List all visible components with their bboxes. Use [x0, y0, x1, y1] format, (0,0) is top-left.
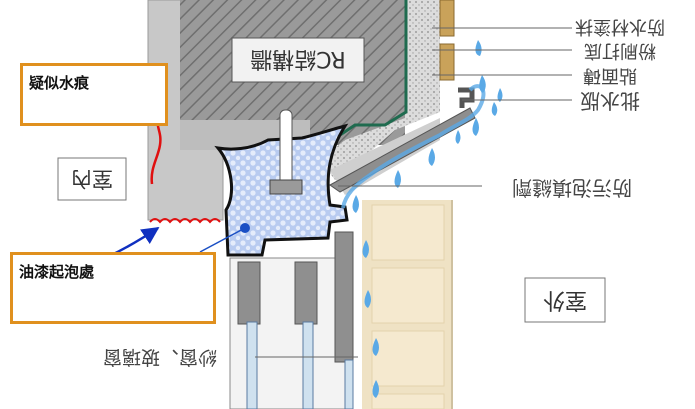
outdoor-brick-wall [362, 200, 453, 409]
outdoor-label: 室外 [543, 287, 587, 312]
sealant-fill-label: 防污泡填縫劑 [512, 176, 632, 200]
rc-structure-label: RC結構牆 [250, 46, 346, 71]
indoor-box: 室內 [57, 157, 127, 201]
paint-blister-callout: 油漆起泡處 [10, 252, 216, 324]
mortar-layer [320, 0, 440, 180]
water-stain-callout-text: 疑似水痕 [29, 74, 90, 92]
facing-tile-1 [439, 0, 455, 37]
blister-pointer [199, 227, 246, 253]
flashing-hook [458, 87, 475, 108]
anchor-plate [269, 179, 303, 195]
paint-blister-callout-text: 油漆起泡處 [19, 263, 95, 281]
window-sash [229, 231, 354, 409]
drip-flashing-label: 批水版 [580, 89, 640, 113]
drip-flashing [329, 107, 476, 193]
outdoor-box: 室外 [524, 277, 606, 323]
waterproof-membrane [339, 0, 408, 137]
facing-tile-2 [439, 43, 455, 81]
paint-blister-mark [149, 218, 221, 224]
facing-brick-label: 貼面磚 [583, 65, 637, 86]
waterproof-coating-label: 防水材塗抹 [575, 16, 665, 38]
water-flow [341, 84, 486, 209]
water-stain-callout: 疑似水痕 [20, 63, 168, 126]
rc-label-box: RC結構牆 [231, 37, 365, 83]
window-glass-label: 紗窗、玻璃窗 [103, 346, 217, 368]
leader-lines [255, 27, 572, 358]
anchor-bolt [279, 109, 293, 186]
plaster-base-label: 粉刷打底 [584, 40, 656, 61]
indoor-label: 室內 [71, 167, 113, 191]
water-drops [352, 40, 503, 398]
